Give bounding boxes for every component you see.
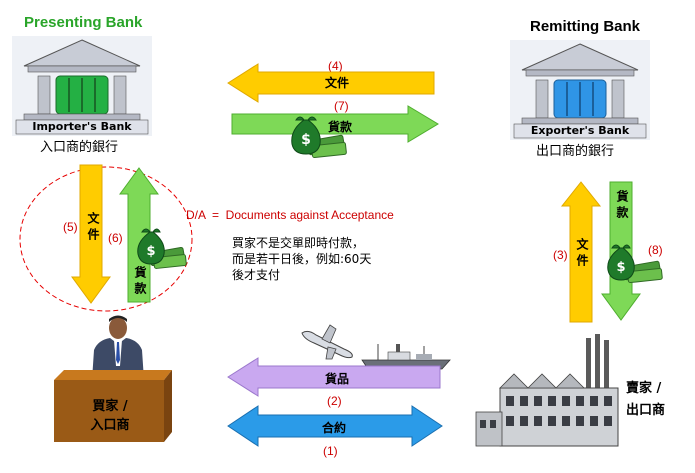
- description-line: 後才支付: [232, 268, 281, 282]
- left-bank-plate: Importer's Bank: [32, 120, 132, 133]
- flow-5-number: (5): [63, 220, 78, 234]
- flow-7-label: 貨款: [328, 120, 353, 134]
- money-bag-icon: $: [137, 228, 187, 269]
- airplane-icon: [301, 324, 353, 360]
- description-line: 而是若干日後，例如:60天: [232, 252, 372, 266]
- da-description: 買家不是交單即時付款， 而是若干日後，例如:60天 後才支付: [232, 235, 371, 283]
- factory-icon: [475, 334, 619, 447]
- remitting-bank-title: Remitting Bank: [530, 18, 641, 35]
- dashed-circle: [19, 166, 193, 312]
- flow-6-label: 貨款: [133, 266, 147, 298]
- seller-label: 賣家 / 出口商: [626, 378, 692, 422]
- da-definition: D/A = Documents against Acceptance: [186, 208, 394, 222]
- flow-7-number: (7): [334, 99, 349, 113]
- flow-8-label: 貨款: [615, 190, 629, 222]
- svg-text:$: $: [616, 260, 625, 275]
- description-line: 買家不是交單即時付款，: [232, 236, 365, 250]
- right-bank-caption: 出口商的銀行: [536, 144, 615, 159]
- flow-3-number: (3): [553, 248, 568, 262]
- buyer-person-icon: [92, 315, 144, 380]
- arrow-5-documents-down: [71, 164, 111, 304]
- arrow-4-documents-left: [227, 63, 435, 103]
- svg-text:$: $: [301, 132, 311, 148]
- flow-5-label: 文件: [86, 212, 100, 244]
- seller-label-line: 出口商: [626, 403, 666, 418]
- right-bank-building: [510, 40, 650, 140]
- buyer-label-line: 入口商: [90, 418, 130, 433]
- right-bank-plate: Exporter's Bank: [530, 124, 630, 137]
- arrow-3-documents-up: [560, 181, 602, 323]
- left-bank-building: [12, 36, 152, 136]
- arrow-7-payment-right: [231, 105, 439, 143]
- left-bank-caption: 入口商的銀行: [40, 140, 119, 155]
- flow-6-number: (6): [108, 231, 123, 245]
- arrow-2-goods-left: [227, 357, 441, 397]
- buyer-label-line: 買家 /: [92, 399, 128, 414]
- flow-3-label: 文件: [575, 238, 589, 270]
- money-bag-icon: $: [291, 116, 347, 159]
- svg-text:$: $: [146, 244, 155, 259]
- flow-4-label: 文件: [325, 76, 350, 90]
- arrow-1-contract-both: [227, 405, 443, 447]
- money-bag-icon: $: [607, 244, 663, 284]
- flow-1-label: 合約: [322, 421, 347, 435]
- arrow-6-payment-up: [119, 167, 159, 303]
- buyer-desk: [54, 370, 172, 442]
- flow-4-number: (4): [328, 59, 343, 73]
- flow-1-number: (1): [323, 444, 338, 458]
- flow-2-number: (2): [327, 394, 342, 408]
- buyer-label: 買家 / 入口商: [78, 397, 142, 435]
- flow-8-number: (8): [648, 243, 663, 257]
- seller-label-line: 賣家 /: [626, 381, 662, 396]
- presenting-bank-title: Presenting Bank: [24, 14, 143, 31]
- flow-2-label: 貨品: [325, 372, 350, 386]
